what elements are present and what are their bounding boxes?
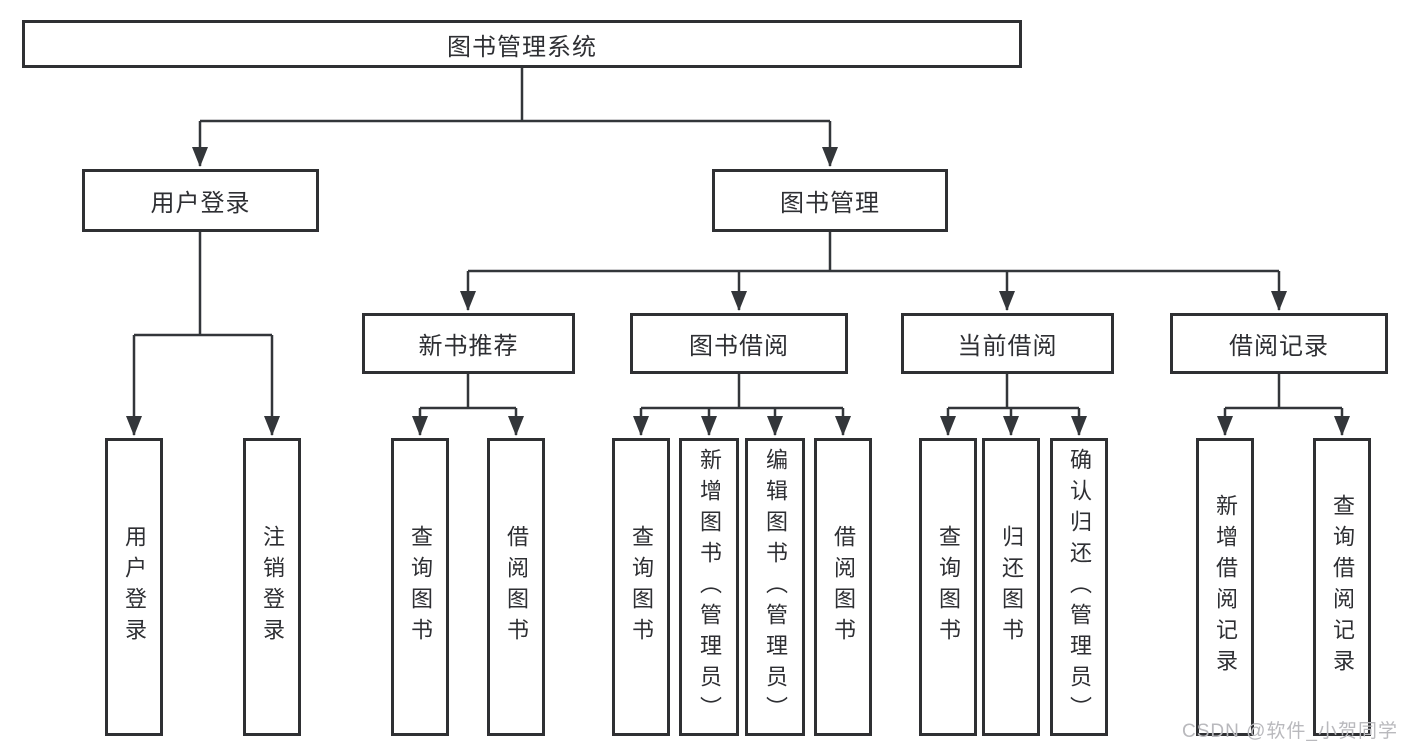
leaf-borrow-books-2-label: 借阅图书 [831,525,856,649]
leaf-add-borrow-record-label: 新增借阅记录 [1213,494,1238,680]
leaf-add-book-admin: 新增图书（管理员） [679,438,739,736]
node-root: 图书管理系统 [22,20,1022,68]
node-borrow-records-label: 借阅记录 [1229,333,1329,360]
node-new-book-recommend-label: 新书推荐 [418,333,519,360]
leaf-query-borrow-record-label: 查询借阅记录 [1330,494,1355,680]
leaf-add-book-admin-label: 新增图书（管理员） [697,447,722,727]
node-current-borrow: 当前借阅 [901,313,1114,374]
leaf-query-books-1-label: 查询图书 [408,525,433,649]
node-user-login-label: 用户登录 [150,190,251,217]
leaf-edit-book-admin-label: 编辑图书（管理员） [763,447,788,727]
node-current-borrow-label: 当前借阅 [957,333,1058,360]
leaf-borrow-books-1: 借阅图书 [487,438,545,736]
leaf-query-books-2-label: 查询图书 [629,525,654,649]
leaf-query-books-2: 查询图书 [612,438,670,736]
node-new-book-recommend: 新书推荐 [362,313,575,374]
leaf-query-books-3-label: 查询图书 [936,525,961,649]
watermark: CSDN @软件_小贺同学 [1182,721,1398,742]
leaf-user-login-label: 用户登录 [122,525,147,649]
leaf-query-borrow-record: 查询借阅记录 [1313,438,1371,736]
leaf-logout: 注销登录 [243,438,301,736]
leaf-confirm-return-admin: 确认归还（管理员） [1050,438,1108,736]
leaf-user-login: 用户登录 [105,438,163,736]
leaf-logout-label: 注销登录 [260,525,285,649]
node-root-label: 图书管理系统 [447,33,597,61]
leaf-borrow-books-1-label: 借阅图书 [504,525,529,649]
node-book-borrow-label: 图书借阅 [689,333,789,360]
node-book-borrow: 图书借阅 [630,313,848,374]
leaf-return-book: 归还图书 [982,438,1040,736]
leaf-confirm-return-admin-label: 确认归还（管理员） [1067,447,1092,727]
leaf-query-books-3: 查询图书 [919,438,977,736]
leaf-borrow-books-2: 借阅图书 [814,438,872,736]
node-book-management: 图书管理 [712,169,948,232]
node-book-management-label: 图书管理 [780,190,880,217]
leaf-query-books-1: 查询图书 [391,438,449,736]
leaf-return-book-label: 归还图书 [999,525,1024,649]
leaf-add-borrow-record: 新增借阅记录 [1196,438,1254,736]
leaf-edit-book-admin: 编辑图书（管理员） [745,438,805,736]
node-borrow-records: 借阅记录 [1170,313,1388,374]
node-user-login: 用户登录 [82,169,319,232]
